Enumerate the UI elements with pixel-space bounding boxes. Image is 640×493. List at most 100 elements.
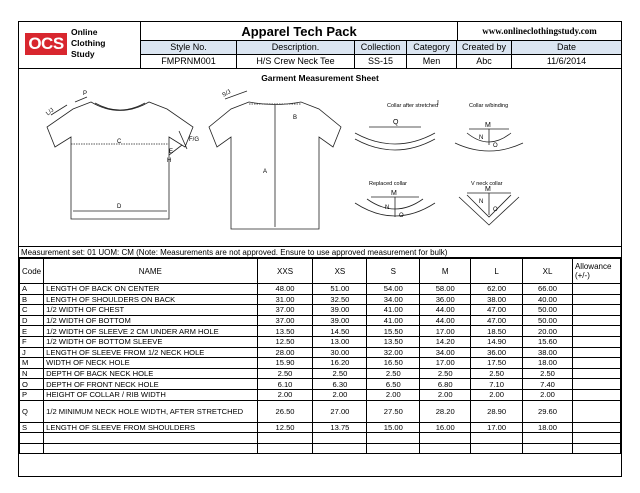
header-size: S (366, 258, 421, 284)
cell-value: 34.00 (419, 346, 472, 359)
header-size: XXS (256, 258, 314, 284)
collection-label: Collection (355, 41, 407, 55)
tech-pack-header: OCS Online Clothing Study Apparel Tech P… (19, 22, 621, 68)
empty-cell (366, 442, 421, 455)
cell-value: 2.00 (366, 388, 421, 401)
cell-value: 2.00 (256, 388, 314, 401)
label-fg: F/G (189, 137, 199, 143)
cell-value: 50.00 (522, 304, 573, 316)
tech-pack-sheet: OCS Online Clothing Study Apparel Tech P… (18, 21, 622, 477)
cell-value: 14.90 (470, 335, 524, 348)
cell-name: LENGTH OF BACK ON CENTER (43, 283, 258, 295)
header-code: Code (18, 258, 45, 284)
label-o-1: O (493, 143, 498, 149)
cell-allowance (571, 346, 622, 359)
replaced-collar-drawing (354, 196, 436, 217)
category-label: Category (407, 41, 457, 55)
empty-cell (18, 432, 45, 444)
cell-value: 2.50 (419, 367, 472, 380)
cell-code: F (18, 335, 45, 348)
empty-cell (571, 442, 622, 455)
cell-value: 17.00 (419, 357, 472, 369)
empty-cell (419, 442, 472, 455)
empty-cell (366, 432, 421, 444)
cell-name: WIDTH OF NECK HOLE (43, 357, 258, 369)
empty-cell (312, 442, 368, 455)
label-b: B (293, 115, 297, 121)
cell-value: 13.50 (256, 325, 314, 337)
cell-value: 36.00 (419, 293, 472, 306)
cell-code: O (18, 378, 45, 390)
cell-value: 31.00 (256, 293, 314, 306)
cell-name: DEPTH OF BACK NECK HOLE (43, 367, 258, 380)
cell-allowance (571, 378, 622, 390)
back-tshirt-drawing (208, 90, 342, 230)
cell-value: 38.00 (470, 293, 524, 306)
logo-badge: OCS (25, 33, 67, 55)
empty-cell (522, 432, 573, 444)
empty-row (18, 432, 622, 444)
cell-name: LENGTH OF SHOULDERS ON BACK (43, 293, 258, 306)
cell-value: 6.10 (256, 378, 314, 390)
cell-value: 2.00 (419, 388, 472, 401)
cell-value: 28.20 (419, 399, 472, 423)
label-n-2: N (385, 205, 389, 211)
cell-code: S (18, 421, 45, 434)
cell-value: 6.50 (366, 378, 421, 390)
empty-cell (18, 442, 45, 455)
cell-value: 13.75 (312, 421, 368, 434)
label-n-1: N (479, 135, 483, 141)
table-header-row: Code NAME XXS XS S M L XL Allowance (+/-… (18, 258, 622, 284)
cell-value: 15.60 (522, 335, 573, 348)
cell-value: 15.90 (256, 357, 314, 369)
cell-value: 2.50 (366, 367, 421, 380)
cell-code: D (18, 314, 45, 327)
style-label: Style No. (141, 41, 237, 55)
cell-value: 36.00 (470, 346, 524, 359)
cell-value: 2.50 (256, 367, 314, 380)
cell-allowance (571, 283, 622, 295)
v-neck-collar-drawing (458, 192, 520, 226)
empty-cell (256, 432, 314, 444)
website-url[interactable]: www.onlineclothingstudy.com (457, 22, 621, 41)
cell-value: 18.00 (522, 421, 573, 434)
cell-code: J (18, 346, 45, 359)
logo-text: Online Clothing Study (71, 27, 106, 59)
cell-allowance (571, 357, 622, 369)
cell-value: 6.80 (419, 378, 472, 390)
label-sj: S/J (222, 89, 233, 99)
style-value: FMPRNM001 (141, 55, 237, 68)
cell-value: 66.00 (522, 283, 573, 295)
cell-value: 41.00 (366, 314, 421, 327)
description-label: Description. (237, 41, 355, 55)
header-allowance: Allowance (+/-) (571, 258, 622, 284)
cell-value: 32.50 (312, 293, 368, 306)
cell-value: 2.50 (312, 367, 368, 380)
date-label: Date (512, 41, 621, 55)
cell-value: 28.90 (470, 399, 524, 423)
cell-value: 7.10 (470, 378, 524, 390)
cell-name: 1/2 WIDTH OF SLEEVE 2 CM UNDER ARM HOLE (43, 325, 258, 337)
cell-value: 2.00 (522, 388, 573, 401)
cell-name: HEIGHT OF COLLAR / RIB WIDTH (43, 388, 258, 401)
label-e: E (169, 149, 173, 155)
empty-cell (419, 432, 472, 444)
cell-allowance (571, 388, 622, 401)
header-size: XS (312, 258, 368, 284)
cell-value: 15.50 (366, 325, 421, 337)
cell-value: 27.00 (312, 399, 368, 423)
label-o-2: O (399, 213, 404, 219)
cell-value: 26.50 (256, 399, 314, 423)
label-a: A (263, 169, 267, 175)
sheet-title: Garment Measurement Sheet (261, 73, 379, 83)
cell-value: 29.60 (522, 399, 573, 423)
label-m-1: M (485, 122, 491, 129)
document-title: Apparel Tech Pack (141, 22, 457, 41)
label-collar-stretched: Collar after stretched (387, 103, 438, 109)
cell-value: 34.00 (366, 293, 421, 306)
